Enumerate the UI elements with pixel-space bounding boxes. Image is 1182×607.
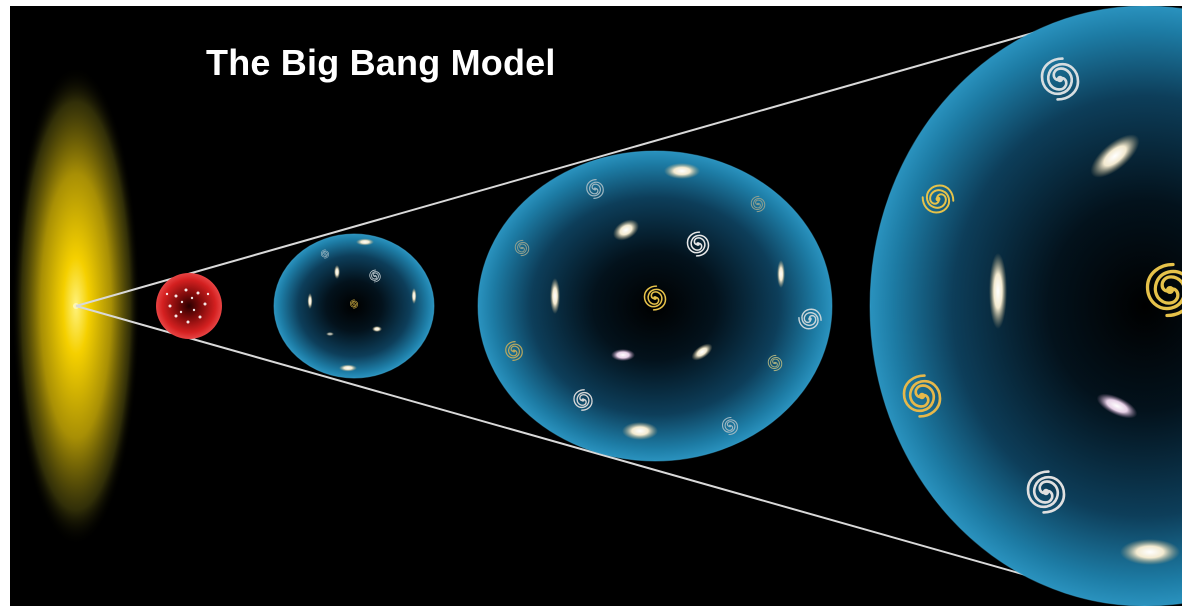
diagram-title: The Big Bang Model xyxy=(206,42,556,83)
expansion-cone-lower-line xyxy=(75,305,1041,580)
expanding-universe-stage-small xyxy=(273,233,435,379)
expanding-universe-stage-large xyxy=(869,6,1182,606)
expanding-universe-stage-medium xyxy=(477,150,833,462)
elliptical-galaxy-icon xyxy=(664,163,700,179)
big-bang-diagram xyxy=(12,6,1182,606)
diagram-canvas: The Big Bang Model xyxy=(10,6,1182,606)
early-universe-stage xyxy=(156,273,222,339)
expansion-cone-upper-line xyxy=(75,30,1041,307)
